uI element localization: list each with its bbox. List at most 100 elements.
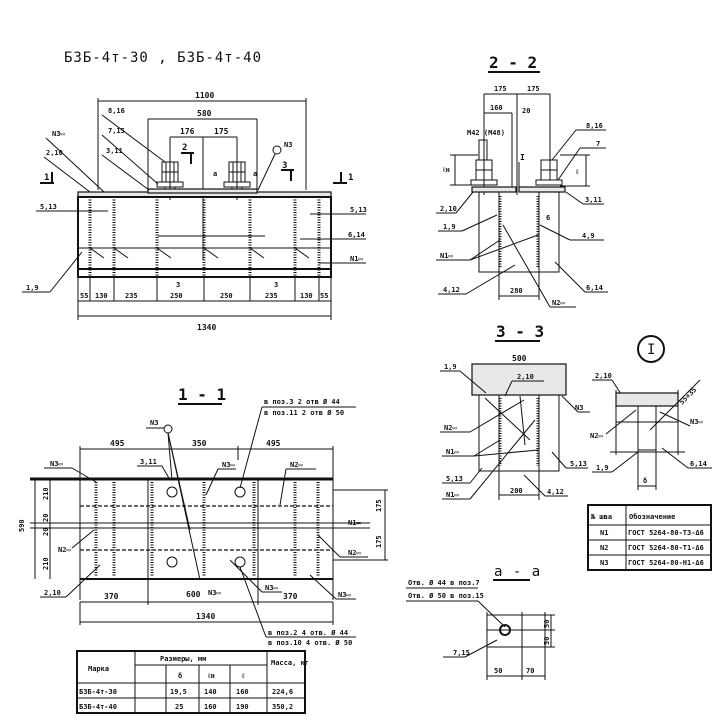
size-row-2-ln: 160	[204, 703, 217, 711]
section-mark-2: 2	[182, 143, 187, 153]
label-2-2-8-16: 8,16	[586, 122, 603, 130]
detail-i-title: I	[647, 342, 656, 358]
label-3-3-5-13-left: 5,13	[446, 475, 463, 483]
label-1-1-n2-weld-a: N2▭	[290, 461, 303, 469]
dim-delta: δ	[643, 477, 647, 485]
weld-table-header-no: № шва	[590, 513, 612, 521]
weld-table-row-1-no: N1	[600, 529, 608, 537]
size-table-header-mark: Марка	[88, 665, 109, 673]
label-3-3-2-10: 2,10	[517, 373, 534, 381]
dim-130-left: 130	[95, 292, 108, 300]
label-i-n3: N3▭	[690, 418, 703, 426]
dim-590: 590	[18, 519, 26, 532]
section-a-a: а - а Отв. Ø 44 в поз.7 Отв. Ø 50 в поз.…	[406, 564, 555, 680]
dim-l: ℓ	[575, 168, 579, 176]
dim-3-3-500: 500	[512, 354, 527, 363]
size-row-2-mass: 350,2	[272, 703, 293, 711]
dim-495-right: 495	[266, 439, 281, 448]
size-row-1-l: 160	[236, 688, 249, 696]
size-row-1-mark: БЗБ-4т-30	[79, 688, 117, 696]
label-1-1-n3-weld-a: N3▭	[50, 460, 63, 468]
dim-600: 600	[186, 590, 201, 599]
label-3-3-1-9: 1,9	[444, 363, 457, 371]
section-mark-1-right: 1	[348, 173, 353, 183]
label-5-13-left: 5,13	[40, 203, 57, 211]
label-8-16: 8,16	[108, 107, 125, 115]
bolt-size-label: M42 (M48)	[467, 129, 505, 137]
label-n3-weld: N3▭	[52, 130, 65, 138]
label-3-3-4-12: 4,12	[547, 488, 564, 496]
section-mark-3-bottom-a: 3	[176, 281, 180, 289]
section-3-3-title: 3 - 3	[496, 322, 544, 341]
section-2-2-title: 2 - 2	[489, 53, 537, 72]
note-top-2: в поз.11 2 отв Ø 50	[264, 409, 344, 417]
bolt-left	[156, 161, 184, 196]
label-3-3-n1-a: N1▭	[446, 448, 459, 456]
dim-370-left: 370	[104, 592, 119, 601]
section-2-2: 2 - 2 175 175 160 20 M42 (M48) ℓн ℓ	[436, 53, 608, 308]
label-n3: N3	[284, 141, 292, 149]
label-1-9: 1,9	[26, 284, 39, 292]
size-table: Марка Размеры, мм Масса, кг δ ℓн ℓ БЗБ-4…	[76, 650, 309, 714]
size-row-1-mass: 224,6	[272, 688, 293, 696]
dim-a-a-70-h: 70	[526, 667, 534, 675]
section-mark-3-bottom-b: 3	[274, 281, 278, 289]
dim-a-a-50-v2: 50	[543, 637, 551, 645]
note-top-1: в поз.3 2 отв Ø 44	[264, 398, 340, 406]
size-row-2-l: 190	[236, 703, 249, 711]
section-1-1: 1 - 1 в поз.3 2 отв Ø 44 в поз.11 2 отв …	[18, 385, 388, 647]
label-3-3-n1-b: N1▭	[446, 491, 459, 499]
dim-2-2-175-left: 175	[494, 85, 507, 93]
dim-235-right: 235	[265, 292, 278, 300]
label-2-2-2-10: 2,10	[440, 205, 457, 213]
size-table-sub-ln: ℓн	[207, 672, 215, 680]
detail-i: I 2,10 δ 55×35 N2▭ N3▭ 1,9 6,14	[590, 335, 712, 490]
section-3-3: 3 - 3 500 200 1,9 2,10 N3 N2▭ N1▭ 5,13 5…	[440, 322, 590, 500]
dim-250-right: 250	[220, 292, 233, 300]
section-mark-a-left: а	[213, 170, 217, 178]
weld-table-row-3-no: N3	[600, 559, 608, 567]
size-row-1-ln: 140	[204, 688, 217, 696]
size-row-1-delta: 19,5	[170, 688, 187, 696]
hole-circle	[499, 624, 511, 636]
label-3-3-5-13-right: 5,13	[570, 460, 587, 468]
label-i-6-14: 6,14	[690, 460, 707, 468]
drawing-title: БЗБ-4т-30 , БЗБ-4т-40	[64, 50, 262, 66]
dim-20-a: 20	[42, 514, 50, 522]
label-1-1-n2-weld-c: N2▭	[348, 549, 361, 557]
dim-1340-front: 1340	[197, 323, 216, 332]
label-5-13-right: 5,13	[350, 206, 367, 214]
label-7-15: 7,15	[108, 127, 125, 135]
label-a-a-7-15: 7,15	[453, 649, 470, 657]
label-1-1-n3-weld-d: N3▭	[265, 584, 278, 592]
detail-ref-I: I	[520, 153, 525, 162]
weld-callout-circle	[272, 145, 282, 155]
label-2-2-6: 6	[546, 214, 550, 222]
label-3-3-n3: N3	[575, 404, 583, 412]
size-table-header-sizes: Размеры, мм	[160, 655, 206, 663]
dim-175-bottom: 175	[375, 535, 383, 548]
dim-495-left: 495	[110, 439, 125, 448]
dim-55-left: 55	[80, 292, 88, 300]
dim-2-2-175-right: 175	[527, 85, 540, 93]
dim-1340-plan: 1340	[196, 612, 215, 621]
note-bottom-1: в поз.2 4 отв. Ø 44	[268, 629, 348, 637]
weld-table-row-2-desig: ГОСТ 5264-80-Т1-Δ6	[628, 544, 704, 552]
label-1-1-n3: N3	[150, 419, 158, 427]
label-n1-weld: N1▭	[350, 255, 363, 263]
label-1-1-2-10: 2,10	[44, 589, 61, 597]
label-1-1-n1-weld: N1▭	[348, 519, 361, 527]
section-mark-a-right: а	[253, 170, 257, 178]
label-i-1-9: 1,9	[596, 464, 609, 472]
size-table-sub-delta: δ	[178, 672, 182, 680]
label-2-2-1-9: 1,9	[443, 223, 456, 231]
dim-ln: ℓн	[442, 166, 450, 174]
bolt-hole	[166, 556, 178, 568]
dim-a-a-50-v1: 50	[543, 620, 551, 628]
label-1-1-n3-weld-b: N3▭	[222, 461, 235, 469]
label-1-1-n3-weld-c: N3▭	[208, 589, 221, 597]
dim-2-2-20: 20	[522, 107, 530, 115]
dim-370-right: 370	[283, 592, 298, 601]
bolt-hole	[234, 556, 246, 568]
